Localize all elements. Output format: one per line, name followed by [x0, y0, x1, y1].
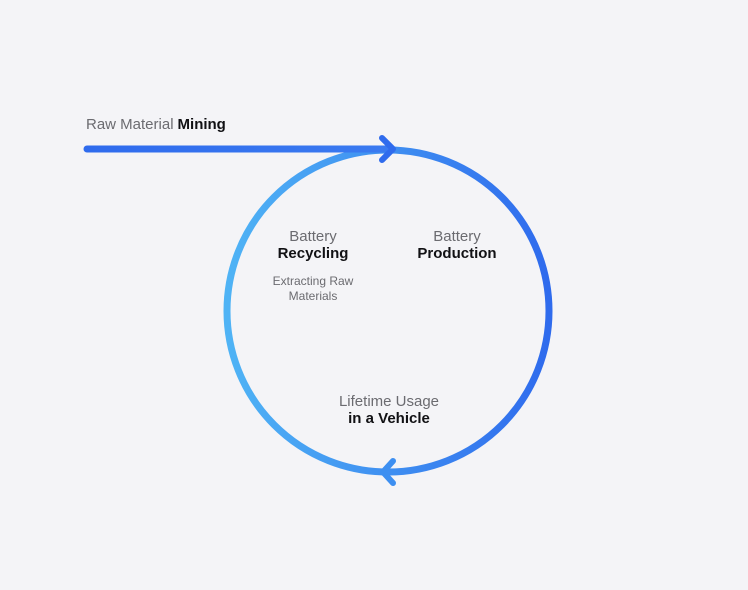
battery-production-label: Battery Production — [396, 228, 518, 263]
recycling-light-text: Battery — [289, 228, 337, 245]
extracting-line-2: Materials — [288, 289, 338, 303]
battery-recycling-label: Battery Recycling — [252, 228, 374, 263]
recycling-bold-text: Recycling — [277, 245, 349, 263]
usage-light-text: Lifetime Usage — [338, 393, 440, 410]
usage-bold-text: in a Vehicle — [348, 410, 430, 428]
raw-material-text: Raw Material — [86, 116, 174, 133]
production-light-text: Battery — [433, 228, 481, 245]
mining-text: Mining — [177, 116, 226, 133]
arrowhead-left-icon — [380, 458, 396, 486]
arrowhead-right-icon — [379, 135, 396, 163]
production-bold-text: Production — [417, 245, 497, 263]
extracting-line-1: Extracting Raw — [272, 274, 354, 288]
lifetime-usage-label: Lifetime Usage in a Vehicle — [308, 393, 470, 428]
extracting-raw-materials-label: Extracting Raw Materials — [248, 274, 378, 304]
